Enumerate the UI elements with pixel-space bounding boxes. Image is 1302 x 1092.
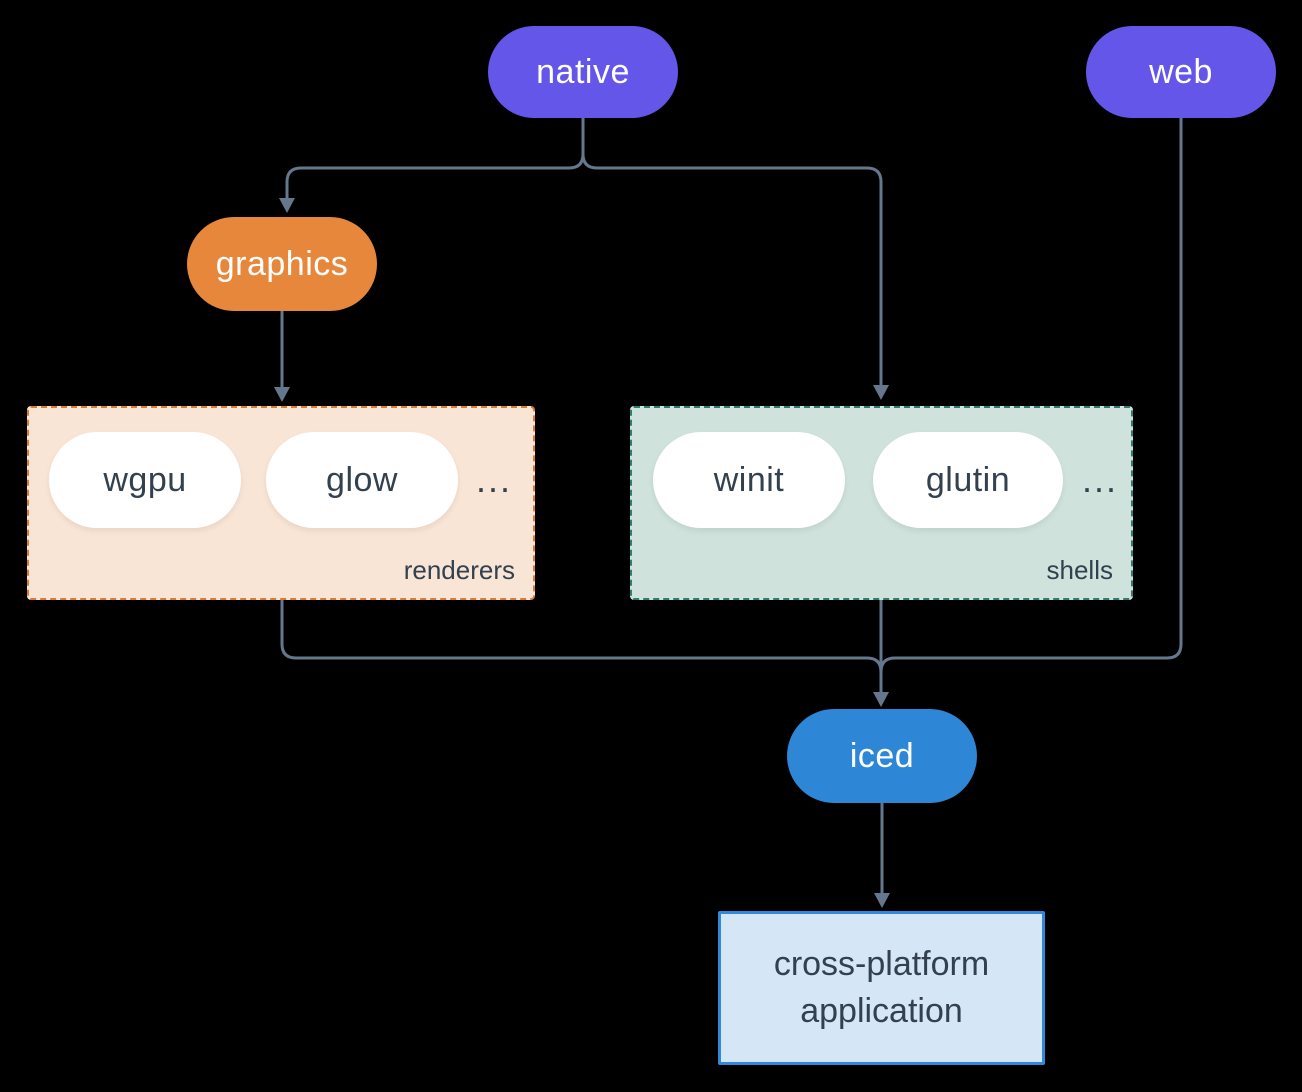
arrowhead-application [874,893,890,908]
node-cross-platform-application: cross-platform application [718,911,1045,1065]
application-label-line2: application [800,992,963,1030]
arrowhead-iced [873,692,889,707]
group-shells: winit glutin ... shells [630,406,1133,600]
node-glutin: glutin [873,432,1063,528]
node-glow: glow [266,432,458,528]
shells-group-label: shells [1046,555,1113,585]
application-label-line1: cross-platform [773,945,990,983]
renderers-group-label: renderers [403,555,515,585]
shells-ellipsis: ... [1082,459,1119,500]
group-renderers: wgpu glow ... renderers [27,406,535,600]
node-graphics: graphics [187,217,377,311]
arrowhead-graphics [279,198,295,213]
node-web: web [1086,26,1276,118]
node-iced: iced [787,709,977,803]
arrowhead-renderers [274,387,290,402]
arrowhead-shells [873,385,889,400]
renderers-ellipsis: ... [476,459,513,500]
edge-renderers-iced [280,598,883,674]
node-winit: winit [653,432,845,528]
node-wgpu: wgpu [49,432,241,528]
node-native: native [488,26,678,118]
edge-native-shells [581,116,883,387]
edge-native-graphics [285,116,585,200]
